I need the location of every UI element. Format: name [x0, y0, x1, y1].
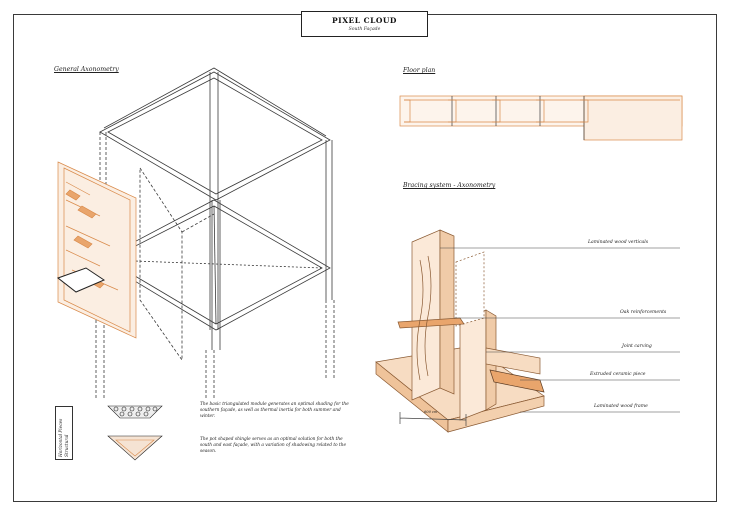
callout-oak: Oak reinforcements — [620, 310, 667, 315]
horizontal-pieces-box: Horizontal Pieces Structural — [55, 406, 73, 460]
bracing-axonometry — [375, 229, 545, 433]
horizontal-pieces-label: Horizontal Pieces Structural — [59, 419, 70, 457]
ceramic-pieces — [56, 267, 163, 461]
callout-joint: Joint carving — [622, 344, 652, 349]
callout-ceramic: Extruded ceramic piece — [590, 372, 646, 377]
side-label-line2: Structural — [64, 434, 70, 457]
axonometry-title: General Axonometry — [54, 66, 119, 73]
callout-verticals: Laminated wood verticals — [588, 240, 649, 245]
callout-frame: Laminated wood frame — [594, 404, 648, 409]
note-triangulated: The basic triangulated module generates … — [200, 402, 349, 419]
bracing-title: Bracing system - Axonometry — [403, 182, 496, 189]
axonometry-frame — [95, 67, 335, 400]
side-label-line1: Horizontal Pieces — [59, 418, 64, 457]
title-block: PIXEL CLOUD South Façade — [301, 11, 428, 37]
floor-plan-title: Floor plan — [403, 67, 436, 74]
dimension-label: 600 cm — [424, 410, 438, 414]
note-pot-shingle: The pot shaped shingle serves as an opti… — [200, 437, 347, 454]
leader-lines — [440, 247, 680, 413]
facade-module — [57, 161, 137, 339]
project-title: PIXEL CLOUD — [332, 16, 397, 25]
floor-plan — [399, 95, 683, 141]
project-subtitle: South Façade — [348, 27, 381, 32]
